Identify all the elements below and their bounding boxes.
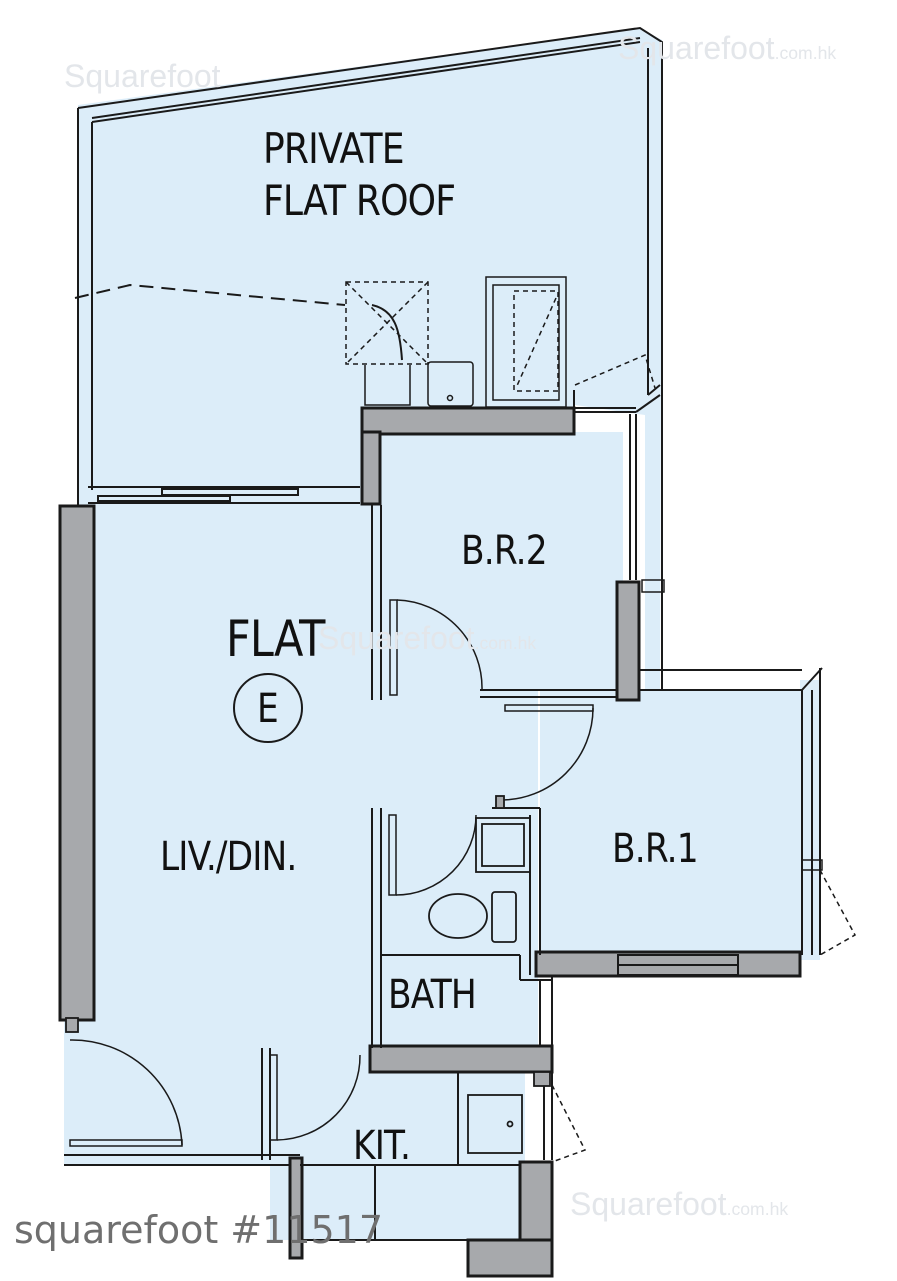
- partitions: [64, 384, 823, 1241]
- walls: [58, 406, 802, 1278]
- flat-label: FLAT: [226, 610, 325, 668]
- bedroom2-label: B.R.2: [461, 528, 548, 574]
- bath-area: [378, 808, 538, 1048]
- wall-br2-left: [360, 430, 382, 506]
- doors: [69, 353, 857, 1163]
- bath-label: BATH: [388, 972, 477, 1018]
- kitchen-appliance: [467, 1094, 523, 1154]
- bedroom1-area: [540, 690, 802, 952]
- bedroom2-area: [378, 432, 623, 690]
- wall-br2-top: [360, 406, 576, 436]
- watermark-bottom-right: Squarefoot.com.hk: [570, 1186, 789, 1222]
- flat-letter-circle: [233, 673, 303, 743]
- listing-id: squarefoot #11517: [14, 1208, 384, 1252]
- kitchen-label: KIT.: [353, 1123, 411, 1169]
- fixtures: [65, 795, 551, 1154]
- watermark-top-right: Squarefoot.com.hk: [618, 30, 837, 66]
- flat-roof-area: [78, 28, 662, 690]
- bedroom1-label: B.R.1: [612, 826, 699, 872]
- living-area: [64, 505, 380, 1165]
- roof-outline: [77, 26, 663, 690]
- wall-left: [58, 504, 96, 1022]
- room-fills: [64, 28, 820, 1240]
- roof-label-line1: PRIVATE: [263, 124, 405, 173]
- passage-area: [378, 690, 538, 810]
- kitchen-area: [270, 1060, 525, 1240]
- watermark-top-left: Squarefoot: [64, 58, 221, 94]
- skylight: [345, 281, 474, 407]
- toilet-cistern: [491, 891, 517, 943]
- flat-letter: E: [257, 686, 279, 732]
- dashed-outline: [74, 283, 346, 306]
- toilet-bowl: [428, 893, 488, 939]
- wall-bath-bottom: [368, 1044, 554, 1074]
- living-dining-label: LIV./DIN.: [160, 834, 297, 880]
- wall-kit-left: [288, 1156, 304, 1260]
- shower-tray: [475, 817, 531, 873]
- roof-label-line2: FLAT ROOF: [263, 176, 456, 225]
- balcony-strip: [800, 680, 820, 960]
- wall-bottom-right: [466, 1238, 554, 1278]
- watermark-center: Squarefoot.com.hk: [318, 620, 537, 656]
- wall-br2-right: [615, 580, 641, 702]
- wall-kit-right: [518, 1160, 554, 1248]
